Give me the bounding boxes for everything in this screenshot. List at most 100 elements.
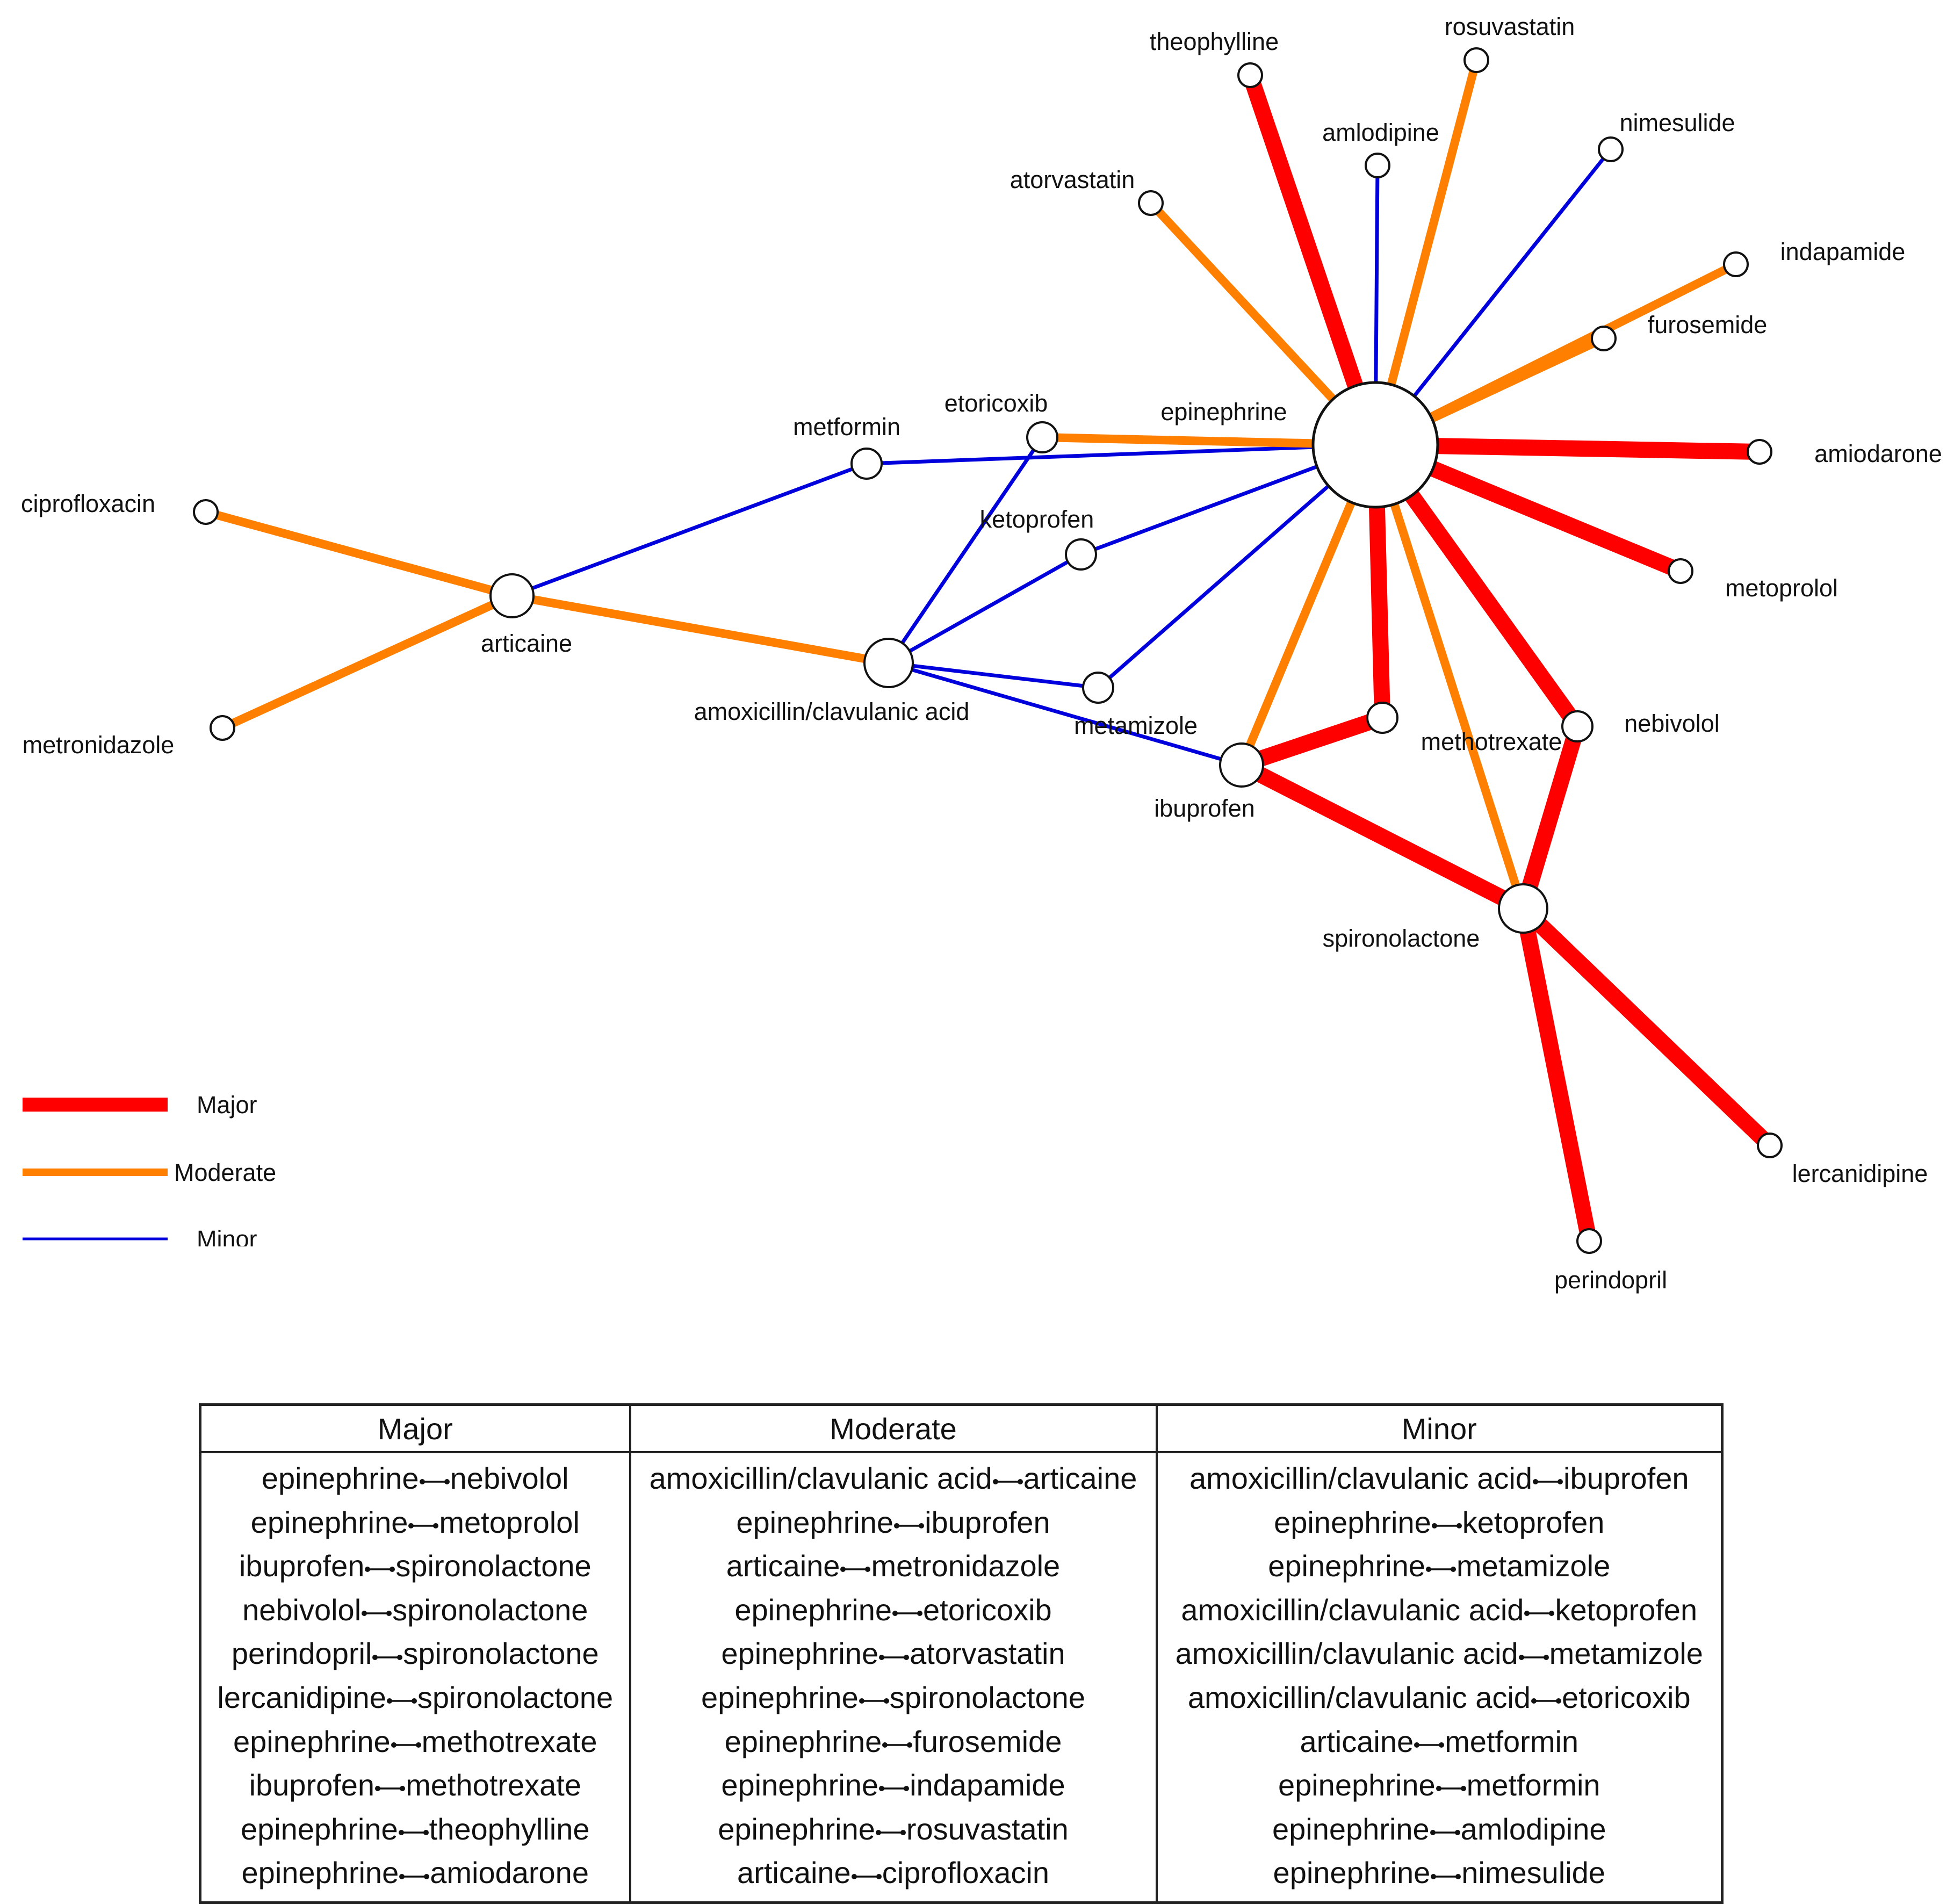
- node-perindopril: [1576, 1228, 1602, 1254]
- pair-drug-b: indapamide: [910, 1768, 1065, 1802]
- pair-drug-b: theophylline: [429, 1812, 590, 1846]
- pair-connector-icon: [1532, 1461, 1563, 1495]
- pair-drug-b: metronidazole: [871, 1549, 1061, 1583]
- edge-moderate-articaine-ciprofloxacin: [204, 508, 514, 600]
- pair-connector-icon: [1430, 1856, 1461, 1889]
- node-amiodarone: [1747, 439, 1772, 465]
- pair-drug-b: amlodipine: [1460, 1812, 1606, 1846]
- pair-drug-a: epinephrine: [1273, 1856, 1431, 1890]
- header-minor: Minor: [1156, 1404, 1722, 1453]
- edge-major-ibuprofen-spironolactone: [1238, 758, 1527, 916]
- node-ibuprofen: [1219, 742, 1264, 788]
- node-metamizole: [1082, 672, 1114, 704]
- edge-major-ibuprofen-methotrexate: [1239, 710, 1385, 773]
- pair-drug-a: epinephrine: [250, 1505, 408, 1539]
- pair-drug-b: spironolactone: [889, 1680, 1085, 1714]
- pair-drug-a: nebivolol: [242, 1592, 362, 1627]
- node-label-etoricoxib: etoricoxib: [944, 390, 1048, 417]
- pair-drug-b: metformin: [1466, 1768, 1600, 1802]
- legend-label-moderate: Moderate: [174, 1159, 276, 1186]
- pair-drug-b: ketoprofen: [1462, 1505, 1605, 1539]
- node-label-perindopril: perindopril: [1554, 1266, 1667, 1294]
- pair-drug-b: spironolactone: [395, 1549, 592, 1583]
- pair-drug-a: epinephrine: [1268, 1549, 1425, 1583]
- node-label-metamizole: metamizole: [1074, 712, 1198, 739]
- pair-drug-a: amoxicillin/clavulanic acid: [1181, 1592, 1524, 1627]
- edge-minor-amoxicillin-ibuprofen: [888, 661, 1242, 767]
- pair-drug-a: epinephrine: [734, 1592, 892, 1627]
- node-spironolactone: [1498, 883, 1548, 934]
- table-pair-row: epinephrine amlodipine: [1158, 1807, 1721, 1851]
- pair-drug-a: epinephrine: [261, 1461, 419, 1495]
- interaction-network: epinephrinetheophyllinerosuvastatinamlod…: [21, 13, 1942, 1294]
- pair-drug-b: ibuprofen: [1563, 1461, 1689, 1495]
- pair-drug-b: spironolactone: [392, 1592, 588, 1627]
- node-label-theophylline: theophylline: [1150, 28, 1279, 55]
- pair-drug-a: epinephrine: [721, 1636, 879, 1671]
- edge-minor-epinephrine-metformin: [866, 443, 1376, 466]
- node-label-atorvastatin: atorvastatin: [1010, 166, 1135, 193]
- pair-drug-b: furosemide: [913, 1724, 1062, 1758]
- pair-drug-a: epinephrine: [1278, 1768, 1436, 1802]
- node-label-nimesulide: nimesulide: [1619, 109, 1735, 136]
- pair-drug-b: etoricoxib: [1561, 1680, 1691, 1714]
- node-epinephrine: [1311, 381, 1439, 509]
- node-indapamide: [1723, 251, 1749, 277]
- pair-connector-icon: [1531, 1681, 1562, 1714]
- pair-drug-a: ibuprofen: [239, 1549, 365, 1583]
- pair-connector-icon: [878, 1768, 910, 1802]
- nodes-layer: [193, 47, 1783, 1254]
- node-label-amlodipine: amlodipine: [1322, 119, 1439, 146]
- edge-major-perindopril-spironolactone: [1515, 907, 1597, 1243]
- node-label-furosemide: furosemide: [1648, 311, 1768, 338]
- node-amlodipine: [1365, 153, 1390, 178]
- node-theophylline: [1237, 62, 1263, 88]
- node-label-methotrexate: methotrexate: [1421, 728, 1562, 755]
- node-nimesulide: [1598, 136, 1624, 162]
- node-label-articaine: articaine: [481, 630, 572, 657]
- node-label-nebivolol: nebivolol: [1624, 710, 1720, 737]
- pair-drug-a: ibuprofen: [249, 1768, 375, 1802]
- pair-drug-a: amoxicillin/clavulanic acid: [1189, 1461, 1533, 1495]
- pair-connector-icon: [851, 1856, 882, 1889]
- pair-connector-icon: [892, 1593, 923, 1627]
- table-pair-row: epinephrine metformin: [1158, 1763, 1721, 1807]
- legend-label-major: Major: [197, 1091, 257, 1119]
- labels-layer: epinephrinetheophyllinerosuvastatinamlod…: [21, 13, 1942, 1294]
- pair-drug-b: spironolactone: [417, 1680, 614, 1714]
- pair-drug-b: ciprofloxacin: [882, 1856, 1049, 1890]
- table-pair-row: amoxicillin/clavulanic acid ibuprofen: [1158, 1456, 1721, 1501]
- header-major: Major: [200, 1404, 631, 1453]
- node-label-lercanidipine: lercanidipine: [1792, 1160, 1928, 1187]
- node-label-amiodarone: amiodarone: [1814, 440, 1942, 467]
- pair-connector-icon: [1518, 1636, 1549, 1670]
- pair-drug-b: methotrexate: [421, 1724, 597, 1758]
- pair-drug-b: metamizole: [1549, 1636, 1703, 1671]
- pair-drug-a: epinephrine: [1272, 1812, 1430, 1846]
- pair-connector-icon: [398, 1812, 429, 1846]
- column-minor-pairs: amoxicillin/clavulanic acid ibuprofen epin…: [1157, 1452, 1722, 1902]
- node-ketoprofen: [1065, 538, 1097, 571]
- edge-moderate-epinephrine-rosuvastatin: [1371, 59, 1481, 446]
- node-atorvastatin: [1138, 190, 1164, 216]
- edge-minor-amoxicillin-ketoprofen: [888, 552, 1082, 665]
- node-label-metoprolol: metoprolol: [1725, 574, 1838, 602]
- legend-label-minor: Minor: [197, 1225, 257, 1246]
- node-ciprofloxacin: [193, 499, 219, 525]
